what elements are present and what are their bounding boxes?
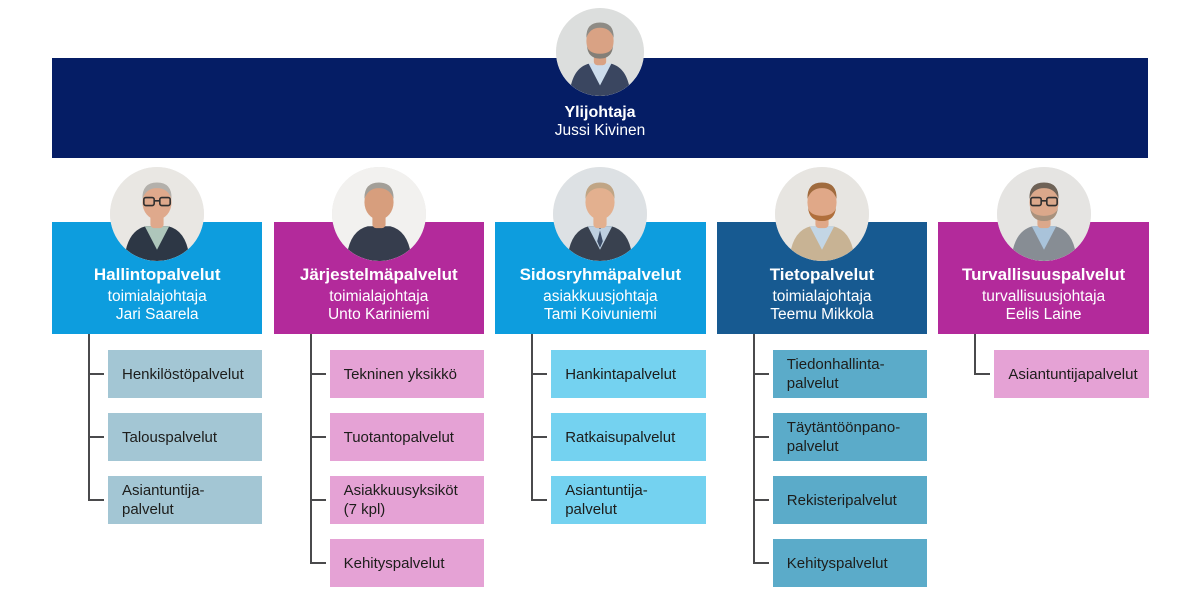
- connector-stub-line: [531, 373, 548, 375]
- sub-unit-box: Talouspalvelut: [108, 413, 263, 461]
- department-title: Sidosryhmäpalvelut: [519, 265, 682, 284]
- connector-vertical-line: [309, 334, 312, 564]
- connector-vertical-line: [752, 334, 755, 564]
- department-title: Turvallisuuspalvelut: [962, 265, 1126, 284]
- sub-unit-box: Hankintapalvelut: [551, 350, 706, 398]
- connector-stub-line: [88, 499, 104, 501]
- department-avatar-photo: [331, 167, 426, 261]
- department-role: toimialajohtaja: [772, 288, 872, 305]
- department-avatar-photo: [553, 167, 648, 261]
- sub-unit-box: Täytäntöönpano- palvelut: [772, 413, 928, 461]
- department-column: Tietopalvelut toimialajohtaja Teemu Mikk…: [716, 167, 928, 600]
- department-manager-name: Tami Koivuniemi: [543, 305, 657, 323]
- root-person-name: Jussi Kivinen: [554, 122, 646, 139]
- sub-unit-box: Henkilöstöpalvelut: [108, 350, 263, 398]
- sub-unit-box: Tiedonhallinta- palvelut: [772, 350, 928, 398]
- connector-stub-line: [309, 562, 326, 564]
- department-column: Sidosryhmäpalvelut asiakkuusjohtaja Tami…: [495, 167, 706, 600]
- sub-unit-box: Asiantuntija- palvelut: [551, 476, 706, 524]
- department-title: Tietopalvelut: [769, 265, 875, 284]
- sub-unit-box: Kehityspalvelut: [329, 539, 484, 587]
- department-card: Tietopalvelut toimialajohtaja Teemu Mikk…: [716, 222, 928, 334]
- department-column: Hallintopalvelut toimialajohtaja Jari Sa…: [52, 167, 263, 600]
- department-column: Järjestelmäpalvelut toimialajohtaja Unto…: [273, 167, 484, 600]
- root-avatar-photo: [556, 8, 644, 96]
- department-avatar-photo: [110, 167, 205, 261]
- connector-stub-line: [974, 373, 991, 375]
- connector-vertical-line: [88, 334, 90, 501]
- sub-unit-box: Asiakkuusyksiköt (7 kpl): [329, 476, 484, 524]
- department-card: Järjestelmäpalvelut toimialajohtaja Unto…: [273, 222, 484, 334]
- department-avatar-photo: [996, 167, 1091, 261]
- sub-unit-box: Kehityspalvelut: [772, 539, 928, 587]
- connector-vertical-line: [531, 334, 534, 501]
- department-avatar-photo: [774, 167, 869, 261]
- department-role: turvallisuusjohtaja: [981, 288, 1106, 305]
- root-title: Ylijohtaja: [564, 104, 636, 121]
- connector-stub-line: [752, 436, 769, 438]
- sub-unit-box: Ratkaisupalvelut: [551, 413, 706, 461]
- department-manager-name: Unto Kariniemi: [327, 305, 430, 323]
- sub-unit-box: Tekninen yksikkö: [329, 350, 484, 398]
- connector-stub-line: [88, 436, 104, 438]
- connector-stub-line: [752, 499, 769, 501]
- connector-stub-line: [752, 373, 769, 375]
- department-role: toimialajohtaja: [329, 288, 429, 305]
- department-manager-name: Jari Saarela: [115, 305, 199, 323]
- department-manager-name: Teemu Mikkola: [770, 305, 874, 323]
- connector-stub-line: [309, 373, 326, 375]
- root-text-block: Ylijohtaja Jussi Kivinen: [52, 104, 1148, 139]
- department-role: toimialajohtaja: [107, 288, 207, 305]
- connector-stub-line: [309, 436, 326, 438]
- sub-unit-box: Rekisteripalvelut: [772, 476, 928, 524]
- department-role: asiakkuusjohtaja: [543, 288, 658, 305]
- connector-stub-line: [531, 436, 548, 438]
- sub-unit-box: Asiantuntija- palvelut: [108, 476, 263, 524]
- connector-stub-line: [309, 499, 326, 501]
- department-manager-name: Eelis Laine: [1005, 305, 1082, 323]
- connector-stub-line: [752, 562, 769, 564]
- department-title: Hallintopalvelut: [93, 265, 221, 284]
- sub-unit-box: Tuotantopalvelut: [329, 413, 484, 461]
- connector-stub-line: [88, 373, 104, 375]
- sub-unit-box: Asiantuntijapalvelut: [994, 350, 1149, 398]
- connector-vertical-line: [974, 334, 977, 375]
- department-column: Turvallisuuspalvelut turvallisuusjohtaja…: [938, 167, 1149, 600]
- connector-stub-line: [531, 499, 548, 501]
- department-title: Järjestelmäpalvelut: [299, 265, 458, 284]
